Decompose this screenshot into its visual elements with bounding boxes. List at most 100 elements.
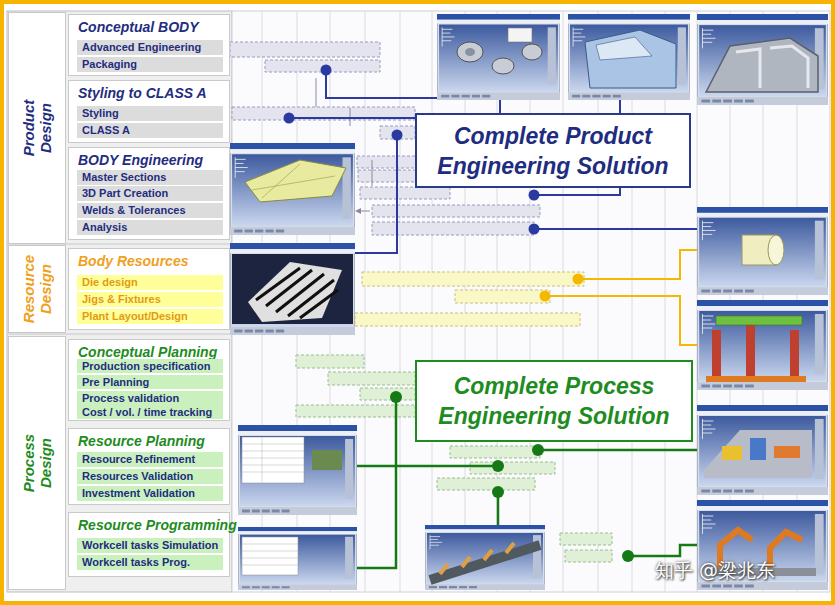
task-bar xyxy=(357,156,417,168)
task-box: Styling xyxy=(77,106,223,121)
task-box: Workcell tasks Simulation xyxy=(77,538,223,553)
task-box: 3D Part Creation xyxy=(77,186,223,201)
screenshot xyxy=(230,143,355,235)
task-box: CLASS A xyxy=(77,123,223,138)
wheel-part xyxy=(492,58,514,74)
leader-dot xyxy=(284,113,295,124)
plant-cell xyxy=(750,438,766,460)
plant-cell xyxy=(722,446,742,460)
fixture-post xyxy=(746,324,755,378)
timeline-panel xyxy=(232,11,830,592)
fixture-beam xyxy=(716,316,802,325)
task-label: Plant Layout/Design xyxy=(77,309,223,324)
group-title: Body Resources xyxy=(69,249,229,270)
task-bar xyxy=(450,446,540,458)
task-table xyxy=(242,537,298,575)
zebra-stripes xyxy=(256,268,338,318)
leader-dot xyxy=(532,444,544,456)
task-bar xyxy=(355,313,580,326)
task-label: Advanced Engineering xyxy=(77,40,223,55)
task-bar xyxy=(360,187,450,199)
leader-dot xyxy=(492,460,504,472)
screenshot xyxy=(568,14,690,100)
section-divider xyxy=(7,244,232,334)
section-title: Resource Design xyxy=(20,249,54,329)
task-box: Investment Validation xyxy=(77,486,223,501)
group-title: Resource Programming xyxy=(69,513,229,534)
leader-dot xyxy=(392,130,403,141)
task-bar xyxy=(437,478,535,490)
table-rules xyxy=(242,544,298,565)
task-label: Die design xyxy=(77,275,223,290)
screenshot xyxy=(425,525,545,590)
group-box: Resource PlanningResource RefinementReso… xyxy=(68,428,230,505)
left-panel xyxy=(7,11,232,592)
task-label: Master Sections xyxy=(77,170,223,185)
task-box: Packaging xyxy=(77,57,223,72)
task-label: Welds & Tolerances xyxy=(77,203,223,218)
leader-dot xyxy=(573,274,584,285)
leader-dot xyxy=(390,391,402,403)
dark-viewport xyxy=(232,254,353,324)
group-title: Conceptual Planning xyxy=(69,340,229,361)
task-label: Pre Planning xyxy=(77,375,223,389)
body-side-frame xyxy=(706,38,818,92)
screenshot xyxy=(697,300,828,390)
task-box: Pre Planning xyxy=(77,375,223,389)
screenshot xyxy=(697,207,828,295)
line-robots xyxy=(440,543,514,574)
screenshot xyxy=(697,14,828,105)
task-box: Cost / vol. / time tracking xyxy=(77,405,223,419)
task-label: Production specification xyxy=(77,359,223,373)
task-label: Workcell tasks Simulation xyxy=(77,538,223,553)
section-band: Resource Design xyxy=(8,245,66,333)
task-bar xyxy=(470,462,555,474)
watermark: 知乎 @梁兆东 xyxy=(655,558,775,584)
group-title: Resource Planning xyxy=(69,429,229,450)
fixture-post xyxy=(790,330,799,378)
task-label: Cost / vol. / time tracking xyxy=(77,405,223,419)
group-title: Conceptual BODY xyxy=(69,15,229,36)
door-window xyxy=(596,37,652,60)
task-label: Analysis xyxy=(77,220,223,235)
cylinder-end xyxy=(768,235,784,265)
group-box: Styling to CLASS AStylingCLASS A xyxy=(68,80,230,143)
die-surface xyxy=(248,262,342,322)
leader-dot xyxy=(492,486,504,498)
task-box: Welds & Tolerances xyxy=(77,203,223,218)
screenshot xyxy=(238,425,357,515)
task-box: Advanced Engineering xyxy=(77,40,223,55)
surface-isolines xyxy=(252,164,335,198)
task-box: Master Sections xyxy=(77,170,223,185)
task-box: Analysis xyxy=(77,220,223,235)
task-bar xyxy=(455,290,550,303)
group-box: Conceptual PlanningProduction specificat… xyxy=(68,339,230,421)
task-label: Investment Validation xyxy=(77,486,223,501)
cell-model xyxy=(312,450,342,470)
callout-box: Complete Product Engineering Solution xyxy=(415,113,691,188)
group-box: Body ResourcesDie designJigs & FixturesP… xyxy=(68,248,230,330)
wheel-part xyxy=(522,44,542,60)
task-label: CLASS A xyxy=(77,123,223,138)
leader-line xyxy=(289,70,697,253)
conveyor-line xyxy=(430,545,540,580)
leader-dot xyxy=(540,291,551,302)
fixture-base xyxy=(706,376,806,382)
leader-dot xyxy=(321,65,332,76)
group-title: BODY Engineering xyxy=(69,148,229,169)
gantt-table xyxy=(242,437,304,483)
plant-cell xyxy=(774,446,800,458)
task-box: Production specification xyxy=(77,359,223,373)
section-title: Product Design xyxy=(20,88,54,168)
task-label: Jigs & Fixtures xyxy=(77,292,223,307)
door-panel xyxy=(585,30,676,88)
task-label: Styling xyxy=(77,106,223,121)
task-label: Resource Refinement xyxy=(77,452,223,467)
callout-box: Complete Process Engineering Solution xyxy=(415,360,693,442)
callout-text: Complete Product Engineering Solution xyxy=(417,121,689,181)
task-box: Resource Refinement xyxy=(77,452,223,467)
fixture-post xyxy=(712,330,721,378)
